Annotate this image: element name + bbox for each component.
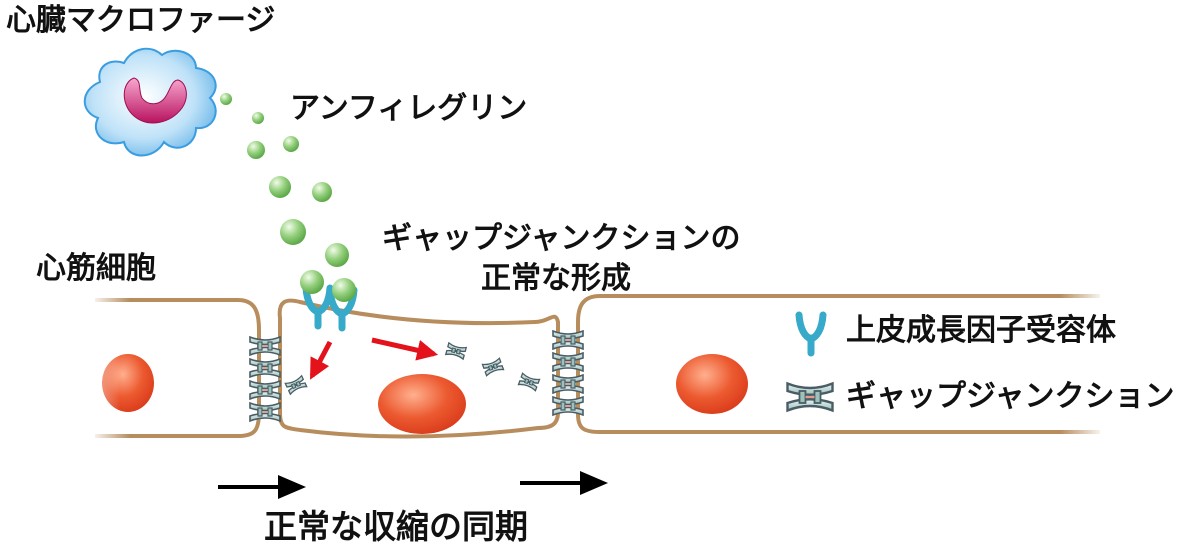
amphiregulin-droplets xyxy=(220,93,356,302)
legend-gap-junction-icon xyxy=(786,382,834,412)
macrophage-icon xyxy=(83,47,217,157)
cardiomyocyte-label: 心筋細胞 xyxy=(36,251,156,286)
amphiregulin-label: アンフィレグリン xyxy=(290,91,528,126)
gap-junction-formation-line2: 正常な形成 xyxy=(481,261,631,296)
legend-egfr-label: 上皮成長因子受容体 xyxy=(846,313,1116,348)
nucleus-middle xyxy=(378,374,466,434)
gap-junction-formation-line1: ギャップジャンクションの xyxy=(382,221,741,256)
signal-arrows xyxy=(309,337,439,380)
flow-arrows xyxy=(218,471,608,499)
gap-junctions-left xyxy=(249,336,281,422)
legend-receptor-icon xyxy=(799,315,823,353)
macrophage-label: 心臓マクロファージ xyxy=(6,3,276,38)
cardiomyocyte-cells xyxy=(90,285,1105,445)
nucleus-right xyxy=(676,354,748,414)
legend-gap-junction-label: ギャップジャンクション xyxy=(846,379,1175,414)
bottom-caption: 正常な収縮の同期 xyxy=(264,507,528,546)
